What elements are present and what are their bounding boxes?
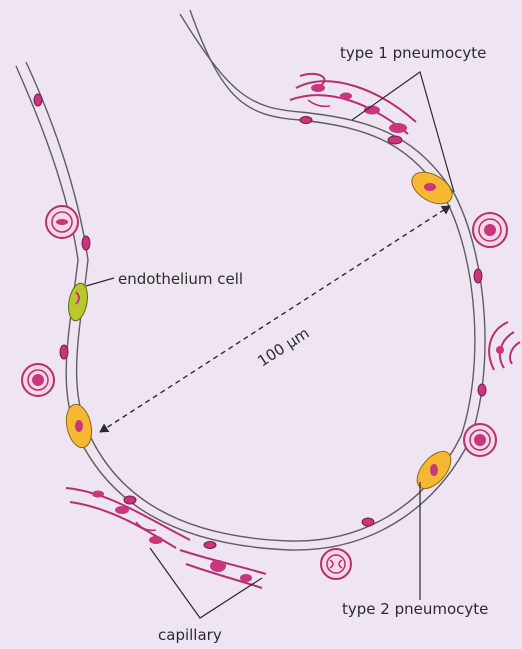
label-type-1-pneumocyte: type 1 pneumocyte bbox=[340, 44, 486, 62]
alveolar-wall bbox=[16, 10, 485, 550]
label-endothelium-cell: endothelium cell bbox=[118, 270, 243, 288]
capillary-ring-1 bbox=[46, 206, 78, 238]
capillary-longitudinal-bottom bbox=[66, 488, 266, 588]
capillary-cross-sections bbox=[22, 206, 520, 579]
label-type-2-pneumocyte: type 2 pneumocyte bbox=[342, 600, 488, 618]
type-2-cell-bottom-right bbox=[411, 445, 458, 494]
endothelium-cell bbox=[66, 282, 90, 323]
endothelium-leader bbox=[86, 278, 114, 286]
type-2-cell-left bbox=[63, 402, 96, 450]
type-2-cell-top-right bbox=[406, 166, 457, 211]
capillary-ring-3 bbox=[473, 213, 507, 247]
capillary-longitudinal-top bbox=[290, 74, 416, 134]
type-2-pneumocytes bbox=[63, 166, 458, 495]
scale-arrow bbox=[100, 206, 450, 432]
capillary-partial-right bbox=[489, 322, 520, 370]
capillary-ring-4 bbox=[464, 424, 496, 456]
capillary-ring-5 bbox=[321, 549, 351, 579]
label-scale: 100 µm bbox=[254, 324, 312, 370]
capillary-ring-2 bbox=[22, 364, 54, 396]
label-capillary: capillary bbox=[158, 626, 222, 644]
